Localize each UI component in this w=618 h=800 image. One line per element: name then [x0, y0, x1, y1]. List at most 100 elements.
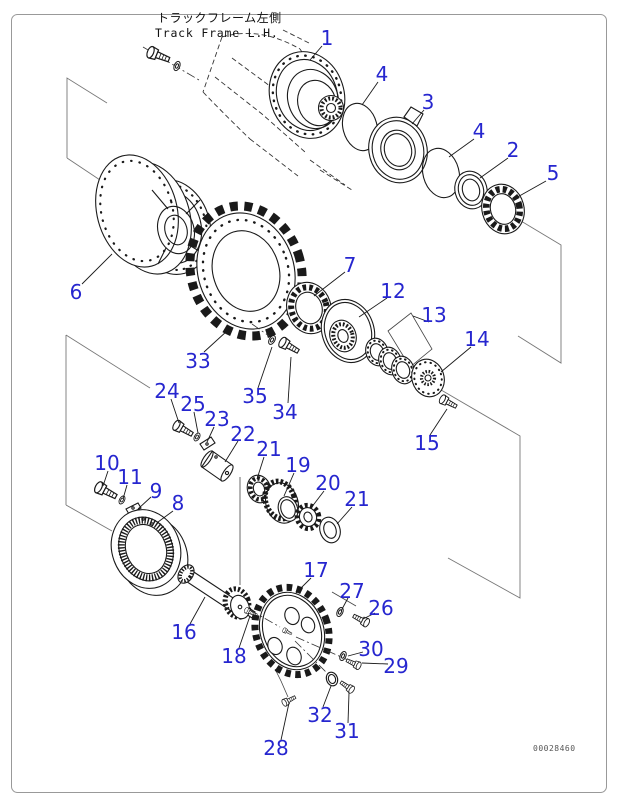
alignment-lines	[239, 477, 357, 698]
callout-29: 29	[383, 654, 408, 678]
callout-3: 3	[422, 90, 435, 114]
part-19-bearing	[262, 478, 300, 524]
callout-leader-16	[189, 596, 206, 625]
callout-2: 2	[507, 138, 520, 162]
callout-leader-4	[361, 81, 379, 106]
callout-33: 33	[185, 349, 210, 373]
callout-30: 30	[358, 637, 383, 661]
callout-35: 35	[242, 384, 267, 408]
part-7-bearing	[286, 281, 332, 335]
part-13-bracket	[387, 312, 433, 368]
callout-leader-23	[206, 426, 215, 443]
callout-leader-10	[102, 470, 109, 487]
diagram-title-en: Track Frame L.H.	[155, 26, 279, 40]
callout-1: 1	[321, 26, 334, 50]
part-21-bearing-left	[246, 474, 272, 504]
callout-leader-34	[287, 356, 292, 404]
part-15-bolt	[437, 393, 459, 412]
part-3-seal	[368, 106, 428, 184]
callout-21: 21	[344, 487, 369, 511]
callout-leader-5	[513, 180, 547, 200]
callout-6: 6	[70, 280, 83, 304]
callout-leader-24	[170, 398, 180, 424]
part-14-coupling	[411, 358, 445, 398]
part-23-plate	[199, 436, 216, 451]
callout-leader-17	[295, 577, 312, 594]
callout-25: 25	[180, 392, 205, 416]
diagram-title-jp: トラックフレーム左側	[157, 10, 282, 25]
part-20-gear	[294, 502, 322, 532]
part-4-oring-right	[421, 147, 461, 199]
part-2-seal-ring	[454, 170, 488, 210]
part-11-washer	[117, 494, 127, 506]
callout-4: 4	[376, 62, 389, 86]
callout-leader-18	[238, 615, 251, 649]
part-31-bolt	[338, 678, 357, 695]
part-21-ring-right	[319, 516, 341, 544]
callout-labels: 1434256337121314153435242523222119202110…	[70, 26, 560, 760]
callout-leader-8	[157, 510, 174, 523]
callout-14: 14	[464, 327, 489, 351]
callout-leader-29	[361, 662, 389, 665]
callout-leader-7	[313, 271, 346, 297]
page-border	[11, 14, 607, 793]
panel-boundary-lines	[65, 77, 562, 599]
callout-15: 15	[414, 431, 439, 455]
callout-leader-20	[310, 490, 325, 509]
callout-leader-25	[193, 411, 199, 434]
callout-leader-19	[283, 472, 295, 497]
callout-12: 12	[380, 279, 405, 303]
callout-leader-35	[257, 346, 273, 389]
track-frame	[202, 29, 353, 191]
callout-11: 11	[117, 465, 142, 489]
callout-21: 21	[256, 437, 281, 461]
callout-leader-30	[347, 651, 364, 657]
callout-32: 32	[307, 703, 332, 727]
callout-leader-2	[479, 157, 509, 179]
callout-7: 7	[344, 253, 357, 277]
callout-24: 24	[154, 379, 179, 403]
callout-leader-1	[309, 45, 323, 61]
part-27-washer	[334, 605, 346, 619]
callout-34: 34	[272, 400, 297, 424]
callout-leader-21	[336, 506, 353, 525]
part-24-bolt	[170, 418, 196, 440]
callout-leader-12	[358, 297, 388, 318]
part-4-oring-left	[341, 102, 379, 152]
callout-20: 20	[315, 471, 340, 495]
callout-leader-26	[362, 612, 376, 620]
part-9-plate	[125, 502, 142, 515]
part-10-bolt	[92, 479, 120, 503]
part-5-bearing	[481, 183, 525, 235]
callout-leader-31	[347, 692, 350, 724]
part-8-ring-gear	[110, 509, 189, 596]
callout-4: 4	[473, 119, 486, 143]
callout-5: 5	[547, 161, 560, 185]
part-6-drum	[95, 154, 212, 275]
callout-18: 18	[221, 644, 246, 668]
callout-leader-13	[412, 315, 430, 323]
callout-31: 31	[334, 719, 359, 743]
part-30-washer	[337, 649, 349, 663]
callout-19: 19	[285, 453, 310, 477]
callout-22: 22	[230, 422, 255, 446]
callout-leader-21	[256, 456, 265, 480]
callout-10: 10	[94, 451, 119, 475]
part-33-sprocket	[185, 201, 307, 341]
callout-28: 28	[263, 736, 288, 760]
callout-leader-22	[224, 440, 239, 463]
callout-leader-32	[322, 685, 332, 708]
callout-27: 27	[339, 579, 364, 603]
part-32-oring	[325, 671, 339, 687]
frame-mount-bolt	[142, 44, 200, 81]
callout-16: 16	[171, 620, 196, 644]
callout-23: 23	[204, 407, 229, 431]
part-1-flanged-hub	[268, 51, 346, 139]
callout-leader-9	[137, 496, 152, 510]
callout-leader-27	[340, 597, 349, 612]
callout-leader-15	[429, 408, 448, 436]
doc-code: 00028460	[533, 744, 576, 753]
callout-leader-28	[280, 702, 290, 741]
